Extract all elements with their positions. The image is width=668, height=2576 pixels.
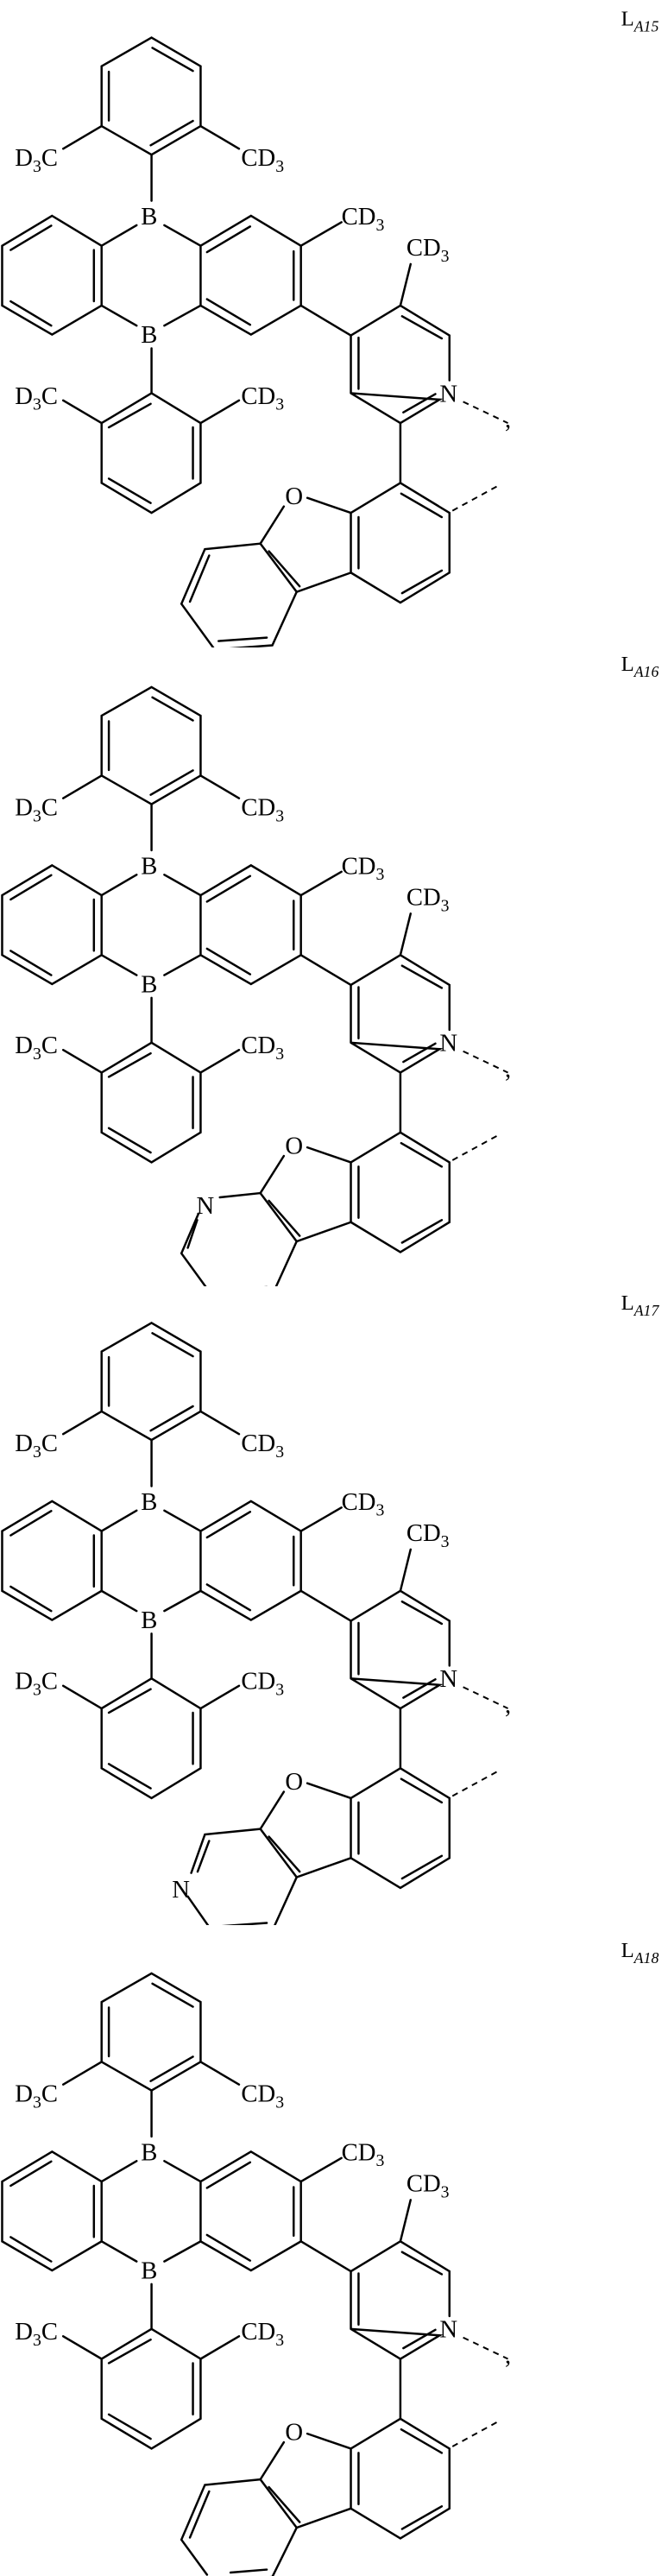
- methyl-cd3-pyridine: CD3: [406, 234, 450, 266]
- svg-text:D3C: D3C: [15, 1668, 58, 1700]
- svg-text:D3C: D3C: [15, 1430, 58, 1462]
- svg-text:D3C: D3C: [15, 1032, 58, 1064]
- methyl-d3c-1: D3C: [15, 144, 58, 176]
- svg-text:B: B: [141, 970, 157, 998]
- coordination-comma: ,: [505, 406, 511, 433]
- svg-text:N: N: [439, 2316, 457, 2344]
- ligand-label: LA16: [621, 653, 659, 680]
- common-core: B B D3C CD3 D3C CD3 CD3 CD3 N , O: [1, 1322, 511, 1890]
- fused-ring-a15: [180, 542, 298, 647]
- svg-text:D3C: D3C: [15, 2318, 58, 2350]
- aza-nitrogen: N: [206, 2573, 224, 2576]
- common-core: [1, 36, 508, 604]
- svg-text:N: N: [439, 1030, 457, 1058]
- structure-a15: B B D3C CD3 D3C CD3 CD3 CD3 N , O LA15: [1, 8, 659, 647]
- methyl-cd3-1: CD3: [241, 144, 284, 176]
- common-core: B B D3C CD3 D3C CD3 CD3 CD3 N , O: [1, 1972, 511, 2540]
- ligand-panel-a15: B B D3C CD3 D3C CD3 CD3 CD3 N , O LA15: [0, 0, 668, 647]
- methyl-cd3-2: CD3: [241, 382, 284, 414]
- structure-a18: B B D3C CD3 D3C CD3 CD3 CD3 N , O N LA18: [1, 1939, 659, 2576]
- svg-text:,: ,: [505, 1691, 511, 1719]
- common-core: B B D3C CD3 D3C CD3 CD3 CD3 N , O: [1, 685, 511, 1253]
- svg-text:CD3: CD3: [342, 1488, 385, 1520]
- svg-text:CD3: CD3: [241, 1430, 284, 1462]
- fused-ring-a17: N: [172, 1828, 298, 1925]
- aza-nitrogen: N: [172, 1876, 190, 1904]
- svg-text:CD3: CD3: [342, 852, 385, 884]
- ligand-label: LA18: [621, 1939, 659, 1967]
- ligand-panel-a16: B B D3C CD3 D3C CD3 CD3 CD3 N , O N LA16: [0, 639, 668, 1286]
- svg-text:CD3: CD3: [241, 1032, 284, 1064]
- svg-text:,: ,: [505, 1055, 511, 1083]
- aza-nitrogen: N: [197, 1192, 215, 1220]
- svg-text:CD3: CD3: [406, 883, 450, 915]
- svg-text:CD3: CD3: [241, 2080, 284, 2112]
- methyl-d3c-2: D3C: [15, 382, 58, 414]
- svg-text:B: B: [141, 1488, 157, 1516]
- svg-text:O: O: [285, 2419, 303, 2447]
- svg-text:B: B: [141, 2138, 157, 2166]
- svg-text:D3C: D3C: [15, 793, 58, 825]
- svg-text:,: ,: [505, 2341, 511, 2369]
- svg-text:O: O: [285, 1133, 303, 1160]
- svg-text:CD3: CD3: [406, 2169, 450, 2201]
- svg-text:CD3: CD3: [342, 2138, 385, 2170]
- boron-bottom: B: [141, 321, 157, 349]
- ligand-label: LA15: [621, 8, 659, 35]
- ligand-label: LA17: [621, 1291, 660, 1319]
- svg-text:B: B: [141, 852, 157, 880]
- svg-text:CD3: CD3: [241, 793, 284, 825]
- svg-text:CD3: CD3: [241, 2318, 284, 2350]
- svg-text:D3C: D3C: [15, 2080, 58, 2112]
- svg-text:CD3: CD3: [406, 1519, 450, 1551]
- atom-labels: B B D3C CD3 D3C CD3 CD3 CD3 N , O: [15, 144, 511, 510]
- svg-text:CD3: CD3: [241, 1668, 284, 1700]
- structure-a17: B B D3C CD3 D3C CD3 CD3 CD3 N , O N LA17: [1, 1291, 660, 1925]
- svg-text:B: B: [141, 2257, 157, 2284]
- ligand-panel-a18: B B D3C CD3 D3C CD3 CD3 CD3 N , O N LA18: [0, 1925, 668, 2576]
- structure-a16: B B D3C CD3 D3C CD3 CD3 CD3 N , O N LA16: [1, 653, 659, 1286]
- fused-ring-a16: N: [180, 1192, 298, 1286]
- fused-ring-a18: N: [180, 2478, 298, 2576]
- methyl-cd3-core: CD3: [342, 203, 385, 235]
- svg-text:N: N: [439, 1665, 457, 1693]
- ligand-panel-a17: B B D3C CD3 D3C CD3 CD3 CD3 N , O N LA17: [0, 1278, 668, 1925]
- furan-oxygen: O: [285, 483, 303, 510]
- pyridine-nitrogen: N: [439, 380, 457, 407]
- svg-text:O: O: [285, 1768, 303, 1796]
- svg-text:B: B: [141, 1607, 157, 1634]
- boron-top: B: [141, 203, 157, 230]
